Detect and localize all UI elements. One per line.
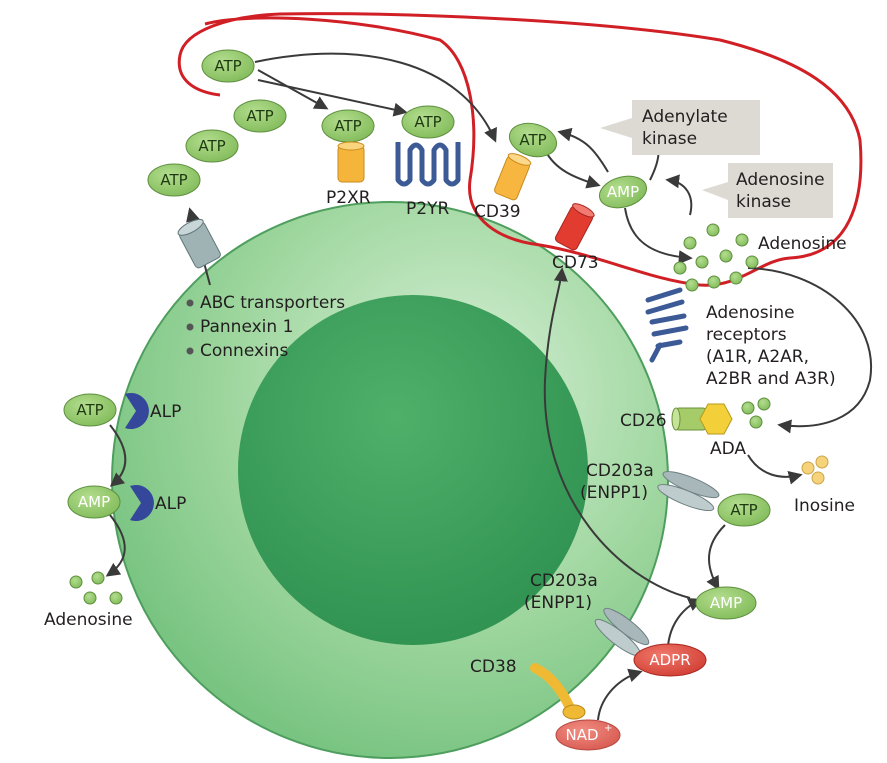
svg-text:ABC transporters: ABC transporters xyxy=(200,293,345,313)
cd203a-label: CD203a (ENPP1) xyxy=(524,571,598,613)
atp-molecule: ATP xyxy=(401,105,455,139)
cd38-icon xyxy=(530,663,586,720)
amp-molecule: AMP xyxy=(598,175,648,209)
p2x-receptor-icon xyxy=(337,141,365,183)
adenosine-label: Adenosine xyxy=(44,610,133,630)
svg-text:ATP: ATP xyxy=(334,117,361,135)
gpcr-receptor-icon xyxy=(395,142,461,187)
adenosine-cluster xyxy=(741,397,771,429)
nucleus xyxy=(238,295,588,645)
svg-text:AMP: AMP xyxy=(78,493,110,511)
cd39-label: CD39 xyxy=(474,202,521,222)
atp-molecule: ATP xyxy=(147,163,201,197)
alp-label: ALP xyxy=(150,402,181,422)
svg-text:Adenylate: Adenylate xyxy=(642,107,728,127)
alp-icon xyxy=(130,485,154,521)
cd203a-label: CD203a (ENPP1) xyxy=(580,461,654,503)
adenylate-kinase-box: Adenylate kinase xyxy=(600,100,760,155)
svg-text:ATP: ATP xyxy=(76,401,103,419)
svg-text:kinase: kinase xyxy=(736,192,791,212)
adenosine-cluster xyxy=(69,571,123,605)
enpp1-icon xyxy=(594,607,650,657)
svg-text:Adenosine: Adenosine xyxy=(706,303,795,323)
svg-text:(ENPP1): (ENPP1) xyxy=(580,483,648,503)
svg-text:A2BR and A3R): A2BR and A3R) xyxy=(706,369,836,389)
atp-molecule: ATP xyxy=(508,122,558,158)
svg-text:ATP: ATP xyxy=(214,57,241,75)
adenosine-label: Adenosine xyxy=(758,234,847,254)
adenosine-cluster xyxy=(673,223,759,292)
svg-text:Connexins: Connexins xyxy=(200,341,289,361)
cd26-label: CD26 xyxy=(620,411,667,431)
enpp1-icon xyxy=(657,471,720,512)
svg-text:AMP: AMP xyxy=(607,183,639,201)
cd38-label: CD38 xyxy=(470,657,517,677)
svg-text:AMP: AMP xyxy=(710,594,742,612)
svg-text:NAD: NAD xyxy=(565,726,598,744)
adenosine-kinase-box: Adenosine kinase xyxy=(702,163,833,218)
gpcr-receptor-icon xyxy=(645,287,689,363)
cd39-icon xyxy=(494,153,532,201)
svg-text:ATP: ATP xyxy=(414,113,441,131)
channel-icon xyxy=(177,218,221,269)
transporter-list: ABC transporters Pannexin 1 Connexins xyxy=(186,293,345,361)
atp-molecule: ATP xyxy=(185,129,239,163)
p2xr-label: P2XR xyxy=(326,188,371,208)
atp-molecule: ATP xyxy=(63,393,117,427)
svg-text:CD203a: CD203a xyxy=(586,461,654,481)
atp-molecule: ATP xyxy=(321,109,375,143)
amp-molecule: AMP xyxy=(695,586,757,620)
p2yr-label: P2YR xyxy=(406,199,449,219)
cd73-icon xyxy=(554,203,595,251)
alp-icon xyxy=(125,393,149,430)
atp-molecule: ATP xyxy=(201,49,255,83)
atp-molecule: ATP xyxy=(717,493,771,527)
svg-text:CD203a: CD203a xyxy=(530,571,598,591)
nad-molecule: NAD + xyxy=(555,719,621,751)
svg-text:ATP: ATP xyxy=(160,171,187,189)
atp-molecule: ATP xyxy=(233,99,287,133)
adpr-molecule: ADPR xyxy=(633,643,707,677)
svg-text:ADPR: ADPR xyxy=(649,651,690,669)
svg-text:(A1R, A2AR,: (A1R, A2AR, xyxy=(706,347,809,367)
amp-molecule: AMP xyxy=(67,485,121,519)
svg-text:ATP: ATP xyxy=(246,107,273,125)
svg-text:Pannexin 1: Pannexin 1 xyxy=(200,317,293,337)
svg-text:Adenosine: Adenosine xyxy=(736,170,825,190)
svg-text:ATP: ATP xyxy=(730,501,757,519)
inosine-cluster xyxy=(801,455,829,485)
ada-label: ADA xyxy=(710,439,746,459)
highlight-outline xyxy=(177,12,863,287)
adenosine-receptors-label: Adenosine receptors (A1R, A2AR, A2BR and… xyxy=(706,303,836,389)
svg-text:ATP: ATP xyxy=(198,137,225,155)
inosine-label: Inosine xyxy=(794,496,855,516)
cd73-label: CD73 xyxy=(552,253,599,273)
alp-label: ALP xyxy=(155,494,186,514)
svg-text:kinase: kinase xyxy=(642,129,697,149)
svg-text:receptors: receptors xyxy=(706,325,787,345)
svg-text:ATP: ATP xyxy=(519,131,546,149)
svg-text:+: + xyxy=(604,723,612,734)
cd26-icon xyxy=(671,403,733,435)
svg-text:(ENPP1): (ENPP1) xyxy=(524,593,592,613)
